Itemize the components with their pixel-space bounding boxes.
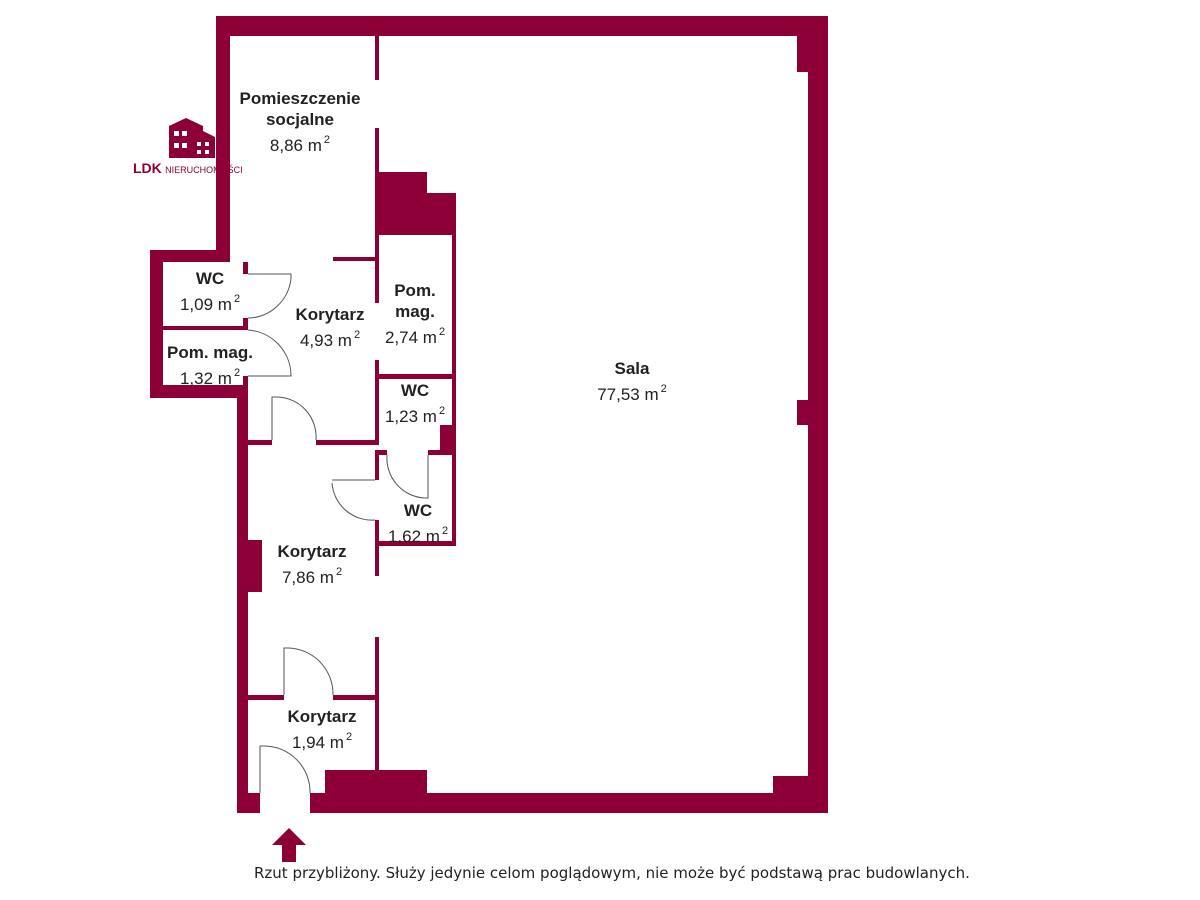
unit-power: 2 xyxy=(438,405,446,417)
room-area: 8,86 xyxy=(269,136,304,155)
room-area: 1,23 xyxy=(384,407,419,426)
logo-brand: LDK xyxy=(133,160,162,176)
unit: m xyxy=(337,331,352,350)
unit-power: 2 xyxy=(345,731,353,743)
unit: m xyxy=(644,385,659,404)
logo-building-icon xyxy=(169,118,215,158)
logo: LDK NIERUCHOMOŚCI xyxy=(133,160,243,176)
logo-sub: NIERUCHOMOŚCI xyxy=(165,165,243,175)
unit: m xyxy=(422,407,437,426)
unit: m xyxy=(329,733,344,752)
unit-power: 2 xyxy=(438,326,446,338)
room-name: WC xyxy=(195,269,225,288)
unit: m xyxy=(217,369,232,388)
unit-power: 2 xyxy=(233,293,241,305)
room-name: Pom. mag. xyxy=(167,343,253,362)
arrow-up-icon xyxy=(272,828,306,862)
unit-power: 2 xyxy=(353,329,361,341)
unit: m xyxy=(307,136,322,155)
room-area: 1,62 xyxy=(387,527,422,546)
disclaimer: Rzut przybliżony. Służy jedynie celom po… xyxy=(254,864,970,882)
room-name: WC xyxy=(400,381,430,400)
room-area: 4,93 xyxy=(299,331,334,350)
room-name: Pom. xyxy=(394,281,436,300)
unit: m xyxy=(217,295,232,314)
room-name: Korytarz xyxy=(295,305,365,324)
unit-power: 2 xyxy=(441,525,449,537)
walls xyxy=(150,16,828,813)
unit: m xyxy=(425,527,440,546)
doors xyxy=(247,273,429,794)
room-name: Pomieszczenie xyxy=(239,89,361,108)
room-area: 2,74 xyxy=(384,328,419,347)
room-area: 1,94 xyxy=(291,733,326,752)
unit-power: 2 xyxy=(233,367,241,379)
room-area: 7,86 xyxy=(281,568,316,587)
unit-power: 2 xyxy=(323,134,331,146)
room-name: WC xyxy=(403,501,433,520)
unit: m xyxy=(319,568,334,587)
unit: m xyxy=(422,328,437,347)
room-area: 1,32 xyxy=(179,369,214,388)
room-area: 1,09 xyxy=(179,295,214,314)
room-name: socjalne xyxy=(265,110,335,129)
unit-power: 2 xyxy=(335,566,343,578)
room-name: mag. xyxy=(395,302,435,321)
room-name: Sala xyxy=(614,359,650,378)
room-name: Korytarz xyxy=(287,707,357,726)
room-area: 77,53 xyxy=(597,385,640,404)
unit-power: 2 xyxy=(660,383,667,395)
room-name: Korytarz xyxy=(277,542,347,561)
